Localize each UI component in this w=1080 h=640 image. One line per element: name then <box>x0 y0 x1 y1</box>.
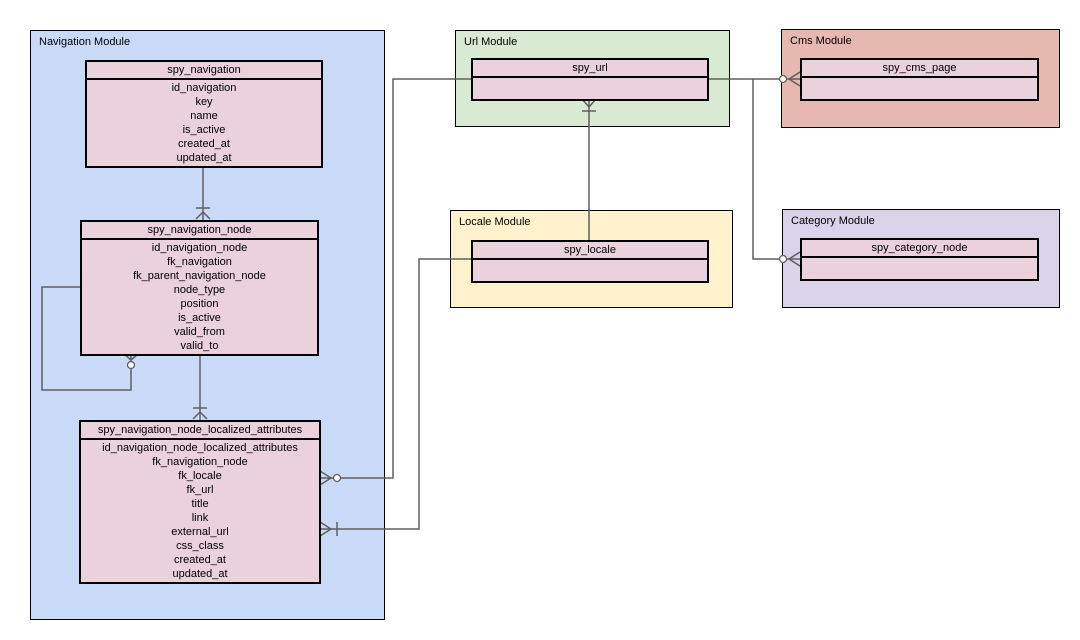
field-name: name <box>190 110 218 122</box>
field-position: position <box>180 298 219 310</box>
table-spy-cms-page-body <box>802 78 1037 99</box>
table-spy-navigation-node-localized-attributes-title: spy_navigation_node_localized_attributes <box>81 422 319 440</box>
table-spy-cms-page[interactable]: spy_cms_page <box>800 58 1039 101</box>
rel-url-to-category-node <box>752 79 801 267</box>
rel-localized-attributes-to-url <box>319 78 471 486</box>
field-id-navigation-node: id_navigation_node <box>151 242 248 254</box>
module-cms-label: Cms Module <box>790 35 852 47</box>
table-spy-navigation[interactable]: spy_navigation id_navigation key name is… <box>85 60 323 168</box>
field-fk-navigation: fk_navigation <box>167 256 232 268</box>
table-spy-navigation-node-localized-attributes[interactable]: spy_navigation_node_localized_attributes… <box>79 420 321 584</box>
field-valid-to: valid_to <box>180 340 219 352</box>
field-created-at: created_at <box>174 554 226 566</box>
table-spy-category-node-title: spy_category_node <box>802 240 1037 258</box>
table-spy-url-body <box>473 78 707 99</box>
rel-navigation-node-self <box>41 286 139 391</box>
table-spy-navigation-node-title: spy_navigation_node <box>82 222 317 240</box>
field-updated-at: updated_at <box>176 152 232 164</box>
table-spy-category-node[interactable]: spy_category_node <box>800 238 1039 281</box>
table-spy-url[interactable]: spy_url <box>471 58 709 101</box>
table-spy-navigation-title: spy_navigation <box>87 62 321 80</box>
table-spy-cms-page-title: spy_cms_page <box>802 60 1037 78</box>
rel-navigation-node-to-localized-attributes <box>192 354 208 420</box>
table-spy-locale-body <box>473 260 707 281</box>
rel-url-to-cms-page <box>708 71 801 87</box>
field-id-navigation: id_navigation <box>171 82 237 94</box>
module-category-label: Category Module <box>791 215 875 227</box>
field-is-active: is_active <box>178 312 221 324</box>
field-external-url: external_url <box>171 526 229 538</box>
field-key: key <box>195 96 213 108</box>
table-spy-url-title: spy_url <box>473 60 707 78</box>
field-css-class: css_class <box>176 540 224 552</box>
field-fk-url: fk_url <box>186 484 214 496</box>
table-spy-category-node-body <box>802 258 1037 279</box>
field-fk-navigation-node: fk_navigation_node <box>152 456 248 468</box>
field-created-at: created_at <box>178 138 230 150</box>
field-id-navigation-node-localized-attributes: id_navigation_node_localized_attributes <box>102 442 298 454</box>
field-is-active: is_active <box>182 124 226 136</box>
rel-locale-to-url <box>581 98 597 240</box>
field-link: link <box>191 512 209 524</box>
field-node-type: node_type <box>173 284 226 296</box>
field-valid-from: valid_from <box>174 326 225 338</box>
field-updated-at: updated_at <box>172 568 228 580</box>
table-spy-locale[interactable]: spy_locale <box>471 240 709 283</box>
rel-localized-attributes-to-locale <box>319 258 471 537</box>
field-fk-locale: fk_locale <box>178 470 222 482</box>
module-navigation-label: Navigation Module <box>39 36 131 48</box>
field-title: title <box>191 498 209 510</box>
rel-navigation-to-navigation-node <box>195 166 211 220</box>
field-fk-parent-navigation-node: fk_parent_navigation_node <box>133 270 266 282</box>
table-spy-locale-title: spy_locale <box>473 242 707 260</box>
module-url-label: Url Module <box>464 36 518 48</box>
table-spy-navigation-node[interactable]: spy_navigation_node id_navigation_node f… <box>80 220 319 356</box>
module-locale-label: Locale Module <box>459 216 531 228</box>
